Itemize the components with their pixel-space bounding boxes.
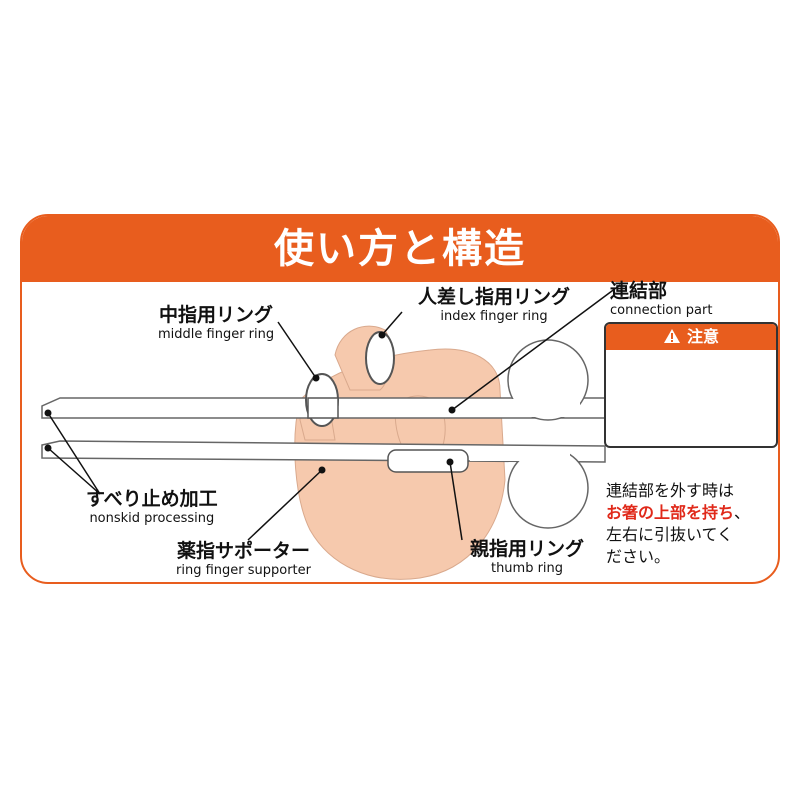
connection-part	[307, 397, 339, 419]
page-title: 使い方と構造	[22, 216, 778, 282]
index-finger-ring	[365, 331, 395, 385]
index-finger-ring-label: 人差し指用リング index finger ring	[418, 286, 571, 324]
nonskid-label: すべり止め加工 nonskid processing	[86, 488, 218, 526]
caution-header: 注意	[606, 324, 776, 350]
caution-instructions: 連結部を外す時は お箸の上部を持ち、 左右に引抜いてく ださい。	[606, 481, 751, 566]
thumb-ring-label: 親指用リング thumb ring	[470, 538, 585, 576]
warning-icon	[663, 329, 680, 343]
caution-emphasis: お箸の上部を持ち	[606, 503, 735, 522]
label-dots	[44, 331, 456, 474]
caution-box: 注意	[604, 322, 778, 448]
caution-title: 注意	[686, 327, 719, 346]
middle-finger-ring-label: 中指用リング middle finger ring	[158, 304, 275, 342]
ring-finger-supporter-label: 薬指サポーター ring finger supporter	[176, 540, 311, 578]
connection-part-label: 連結部 connection part	[610, 280, 713, 318]
thumb-ring-part	[387, 449, 469, 473]
leader-lines	[47, 284, 621, 541]
